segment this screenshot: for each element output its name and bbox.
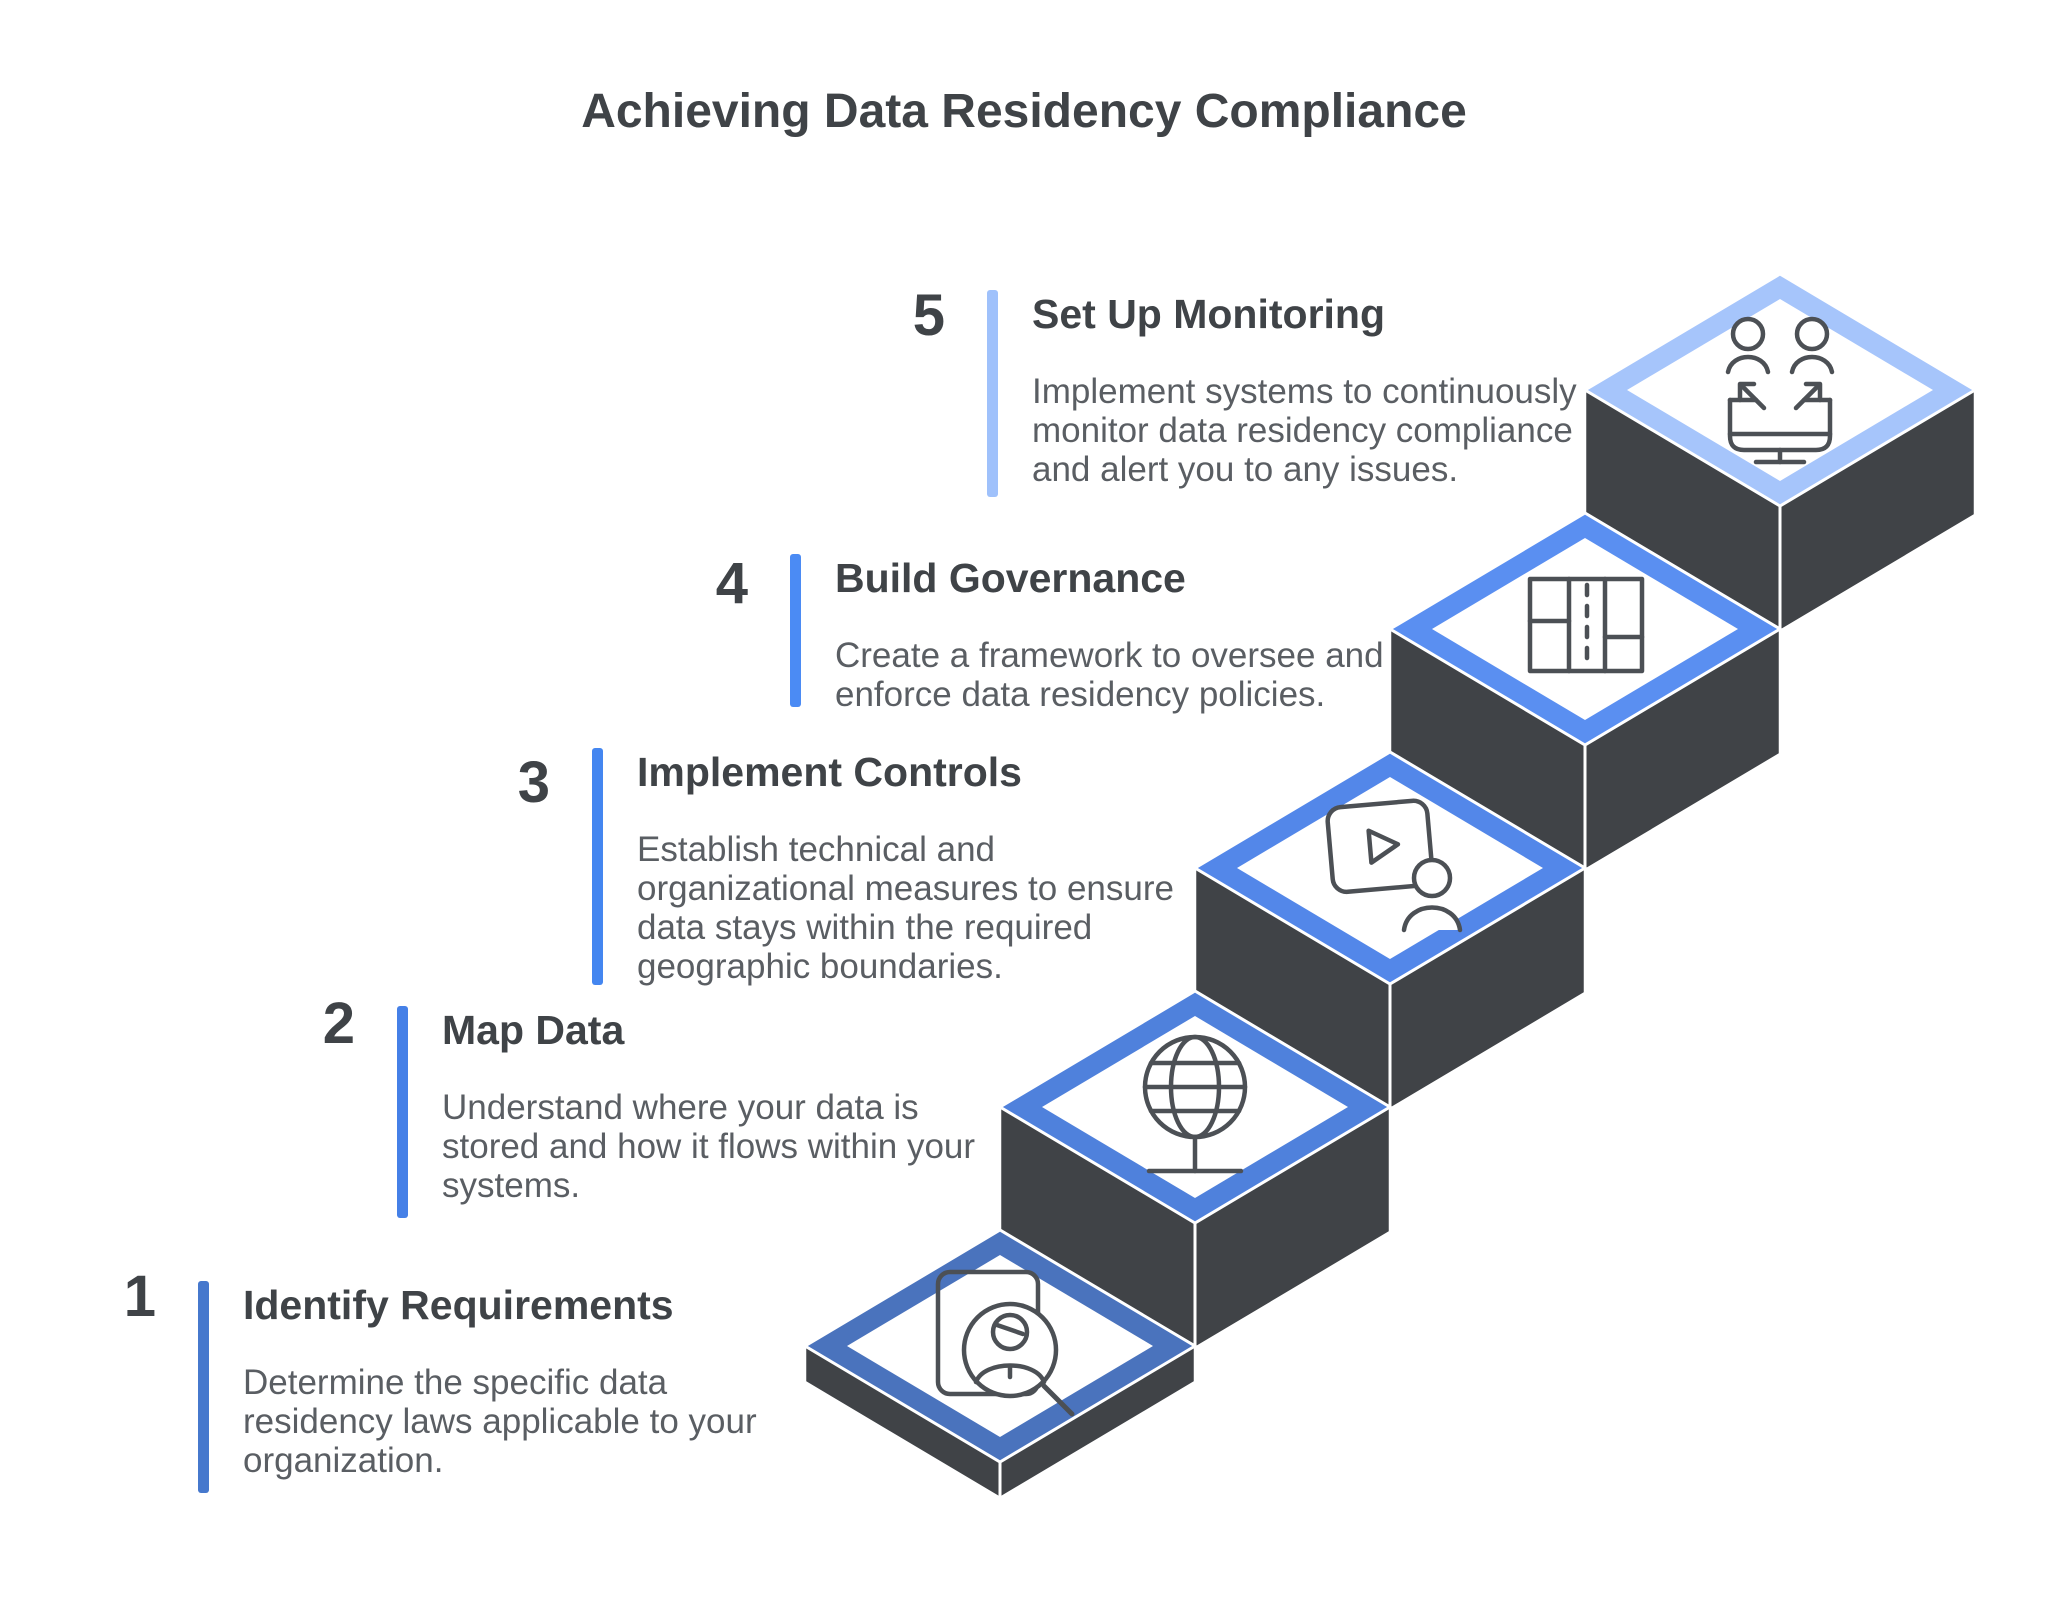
step-number: 4 — [715, 551, 748, 616]
step-title: Set Up Monitoring — [1032, 291, 1386, 337]
accent-bar — [987, 290, 998, 497]
step-number: 1 — [123, 1264, 156, 1329]
step-title: Implement Controls — [637, 749, 1022, 795]
person-search-icon — [935, 1269, 1075, 1417]
step-description: Understand where your data is stored and… — [442, 1088, 976, 1205]
accent-bar — [790, 554, 801, 707]
governance-grid-icon — [1527, 576, 1645, 674]
accent-bar — [592, 748, 603, 985]
step-title: Map Data — [442, 1007, 625, 1053]
step-title: Identify Requirements — [243, 1282, 674, 1328]
step-description: Implement systems to continuously monito… — [1032, 372, 1577, 489]
screen-share-people-icon — [1725, 316, 1835, 465]
video-person-icon — [1325, 798, 1463, 933]
step-number: 2 — [322, 991, 355, 1056]
step-5-diamond — [1582, 272, 1978, 508]
step-number: 5 — [912, 283, 945, 348]
step-description: Determine the specific data residency la… — [243, 1363, 757, 1480]
page-title: Achieving Data Residency Compliance — [581, 85, 1467, 138]
step-number: 3 — [517, 750, 550, 815]
accent-bar — [198, 1281, 209, 1493]
step-description: Establish technical and organizational m… — [637, 830, 1174, 986]
accent-bar — [397, 1006, 408, 1218]
step-2-diamond — [997, 989, 1393, 1225]
step-title: Build Governance — [835, 555, 1186, 601]
step-description: Create a framework to oversee and enforc… — [835, 636, 1384, 714]
step-3-diamond — [1192, 750, 1588, 986]
globe-network-icon — [1142, 1034, 1248, 1174]
